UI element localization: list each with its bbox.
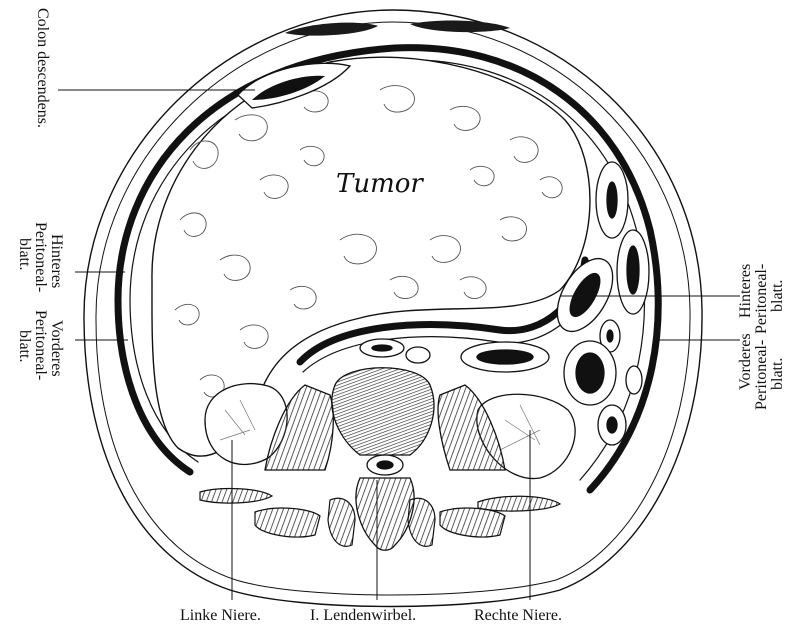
label-linke-niere: Linke Niere. xyxy=(180,607,261,624)
svg-text:Vorderes: Vorderes xyxy=(737,333,754,390)
svg-text:blatt.: blatt. xyxy=(16,238,33,270)
tumor-label: Tumor xyxy=(336,169,424,199)
label-colon-descendens: Colon descendens. xyxy=(34,8,51,128)
svg-text:Hinteres: Hinteres xyxy=(48,234,65,288)
label-right-vorderes: Vorderes Peritoneal- blatt. xyxy=(737,333,786,410)
label-lendenwirbel: I. Lendenwirbel. xyxy=(310,607,416,624)
label-rechte-niere: Rechte Niere. xyxy=(474,607,562,624)
svg-text:Peritoneal-: Peritoneal- xyxy=(32,310,49,380)
svg-text:Vorderes: Vorderes xyxy=(48,320,65,377)
svg-text:blatt.: blatt. xyxy=(769,358,786,390)
label-right-hinteres: Hinteres Peritoneal- blatt. xyxy=(737,264,786,334)
svg-text:Peritoneal-: Peritoneal- xyxy=(32,222,49,292)
svg-text:blatt.: blatt. xyxy=(769,280,786,312)
label-left-vorderes: Vorderes Peritoneal- blatt. xyxy=(16,310,65,380)
svg-text:Peritoneal-: Peritoneal- xyxy=(753,340,770,410)
svg-text:blatt.: blatt. xyxy=(16,330,33,362)
label-left-hinteres: Hinteres Peritoneal- blatt. xyxy=(16,222,65,292)
svg-text:Hinteres: Hinteres xyxy=(737,264,754,318)
svg-text:Peritoneal-: Peritoneal- xyxy=(753,264,770,334)
